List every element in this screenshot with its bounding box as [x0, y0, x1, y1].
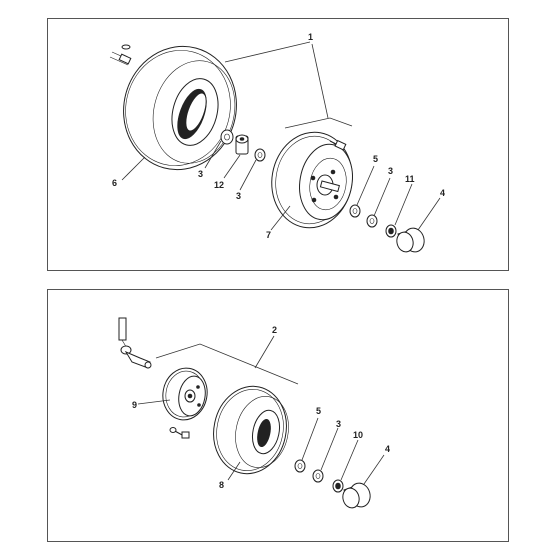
washer-bottom	[294, 459, 306, 473]
callout-wheel-rim: 7	[266, 230, 271, 240]
spacer-left-b	[254, 148, 266, 162]
top-assembly: 1 6 3 12 3 7 5 3 11 4	[109, 32, 445, 253]
callout-assembly-bottom: 2	[272, 325, 277, 335]
callout-front-tyre: 8	[219, 480, 224, 490]
front-wheel-rim	[162, 367, 208, 421]
callout-hub-cap-bottom: 4	[385, 444, 390, 454]
callout-washer-top: 5	[373, 154, 378, 164]
front-tyre	[213, 385, 289, 475]
clip-bottom	[332, 479, 344, 493]
rear-wheel-rim	[271, 131, 353, 229]
callout-bearing-left: 12	[214, 180, 224, 190]
valve-stem-rim	[329, 139, 347, 151]
hub-cap-bottom	[342, 482, 371, 509]
valve-stem-top	[109, 44, 132, 66]
callout-clip-top: 11	[405, 174, 415, 184]
callout-spacer-right: 3	[388, 166, 393, 176]
callout-spacer-left-a: 3	[198, 169, 203, 179]
washer-top	[349, 204, 361, 218]
callout-spacer-left-b: 3	[236, 191, 241, 201]
callout-washer-bottom: 5	[316, 406, 321, 416]
callout-spacer-bottom: 3	[336, 419, 341, 429]
spacer-right	[366, 214, 378, 228]
bearing-left	[235, 134, 249, 155]
hub-cap-top	[396, 227, 425, 253]
bottom-assembly: 2 9 8 5 3 10 4	[118, 317, 390, 509]
valve-stem-bottom	[169, 427, 190, 439]
axle-bracket	[118, 317, 152, 369]
spacer-left-a	[220, 129, 234, 145]
spacer-bottom	[312, 469, 324, 483]
callout-front-rim: 9	[132, 400, 137, 410]
callout-hub-cap-top: 4	[440, 188, 445, 198]
callout-clip-bottom: 10	[353, 430, 363, 440]
callout-rear-tyre: 6	[112, 178, 117, 188]
rear-tyre	[123, 45, 237, 171]
callout-assembly-top: 1	[308, 32, 313, 42]
clip-top	[385, 224, 397, 238]
